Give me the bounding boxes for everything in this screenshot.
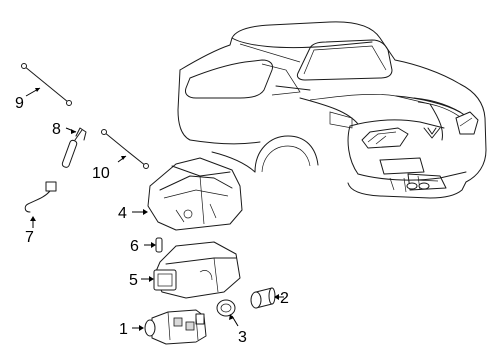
part-2-bushing — [250, 287, 284, 309]
part-10-strut — [101, 129, 149, 169]
car-body — [177, 21, 487, 199]
part-1-actuator — [132, 309, 207, 345]
callout-8: 8 — [52, 121, 61, 138]
part-4-compartment — [132, 157, 243, 231]
part-9-lift-strut — [21, 63, 72, 106]
part-6-clip — [144, 237, 163, 253]
callout-2: 2 — [280, 290, 289, 307]
part-7-connector — [24, 181, 57, 228]
callout-1: 1 — [119, 321, 128, 338]
part-8-sensor — [61, 127, 87, 168]
callout-9: 9 — [15, 95, 24, 112]
callout-7: 7 — [25, 229, 34, 246]
callout-6: 6 — [130, 238, 139, 255]
callout-4: 4 — [118, 205, 127, 222]
callout-3: 3 — [238, 329, 247, 346]
callout-5: 5 — [129, 272, 138, 289]
part-5-bracket — [141, 241, 241, 299]
part-3-ring — [216, 299, 239, 327]
callout-10: 10 — [92, 165, 110, 182]
